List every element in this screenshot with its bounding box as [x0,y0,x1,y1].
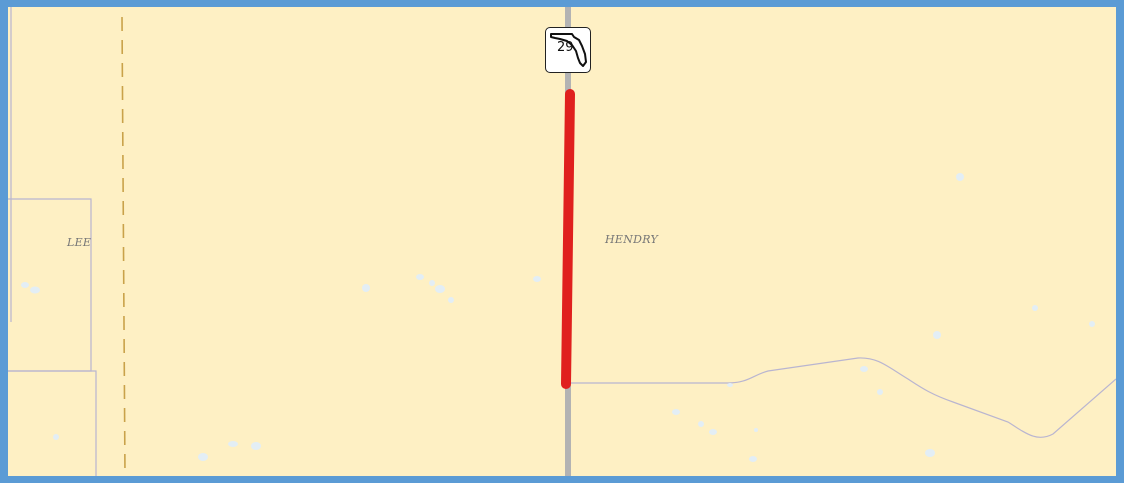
route-shield[interactable]: 29 [545,27,591,73]
boundary-hendry-south [568,357,1116,438]
highlighted-road-segment[interactable] [561,89,575,389]
route-number: 29 [557,40,574,55]
county-label-hendry: HENDRY [605,233,659,246]
county-line-dashed [121,16,126,476]
county-label-lee: LEE [67,236,92,249]
water-features [21,173,1095,462]
boundary-lee-parcel-lower [8,370,97,476]
map-canvas[interactable] [8,7,1116,476]
florida-state-road-shield-icon [550,33,587,67]
boundary-lines [8,7,1116,476]
boundary-lee-parcel-upper [8,198,92,372]
